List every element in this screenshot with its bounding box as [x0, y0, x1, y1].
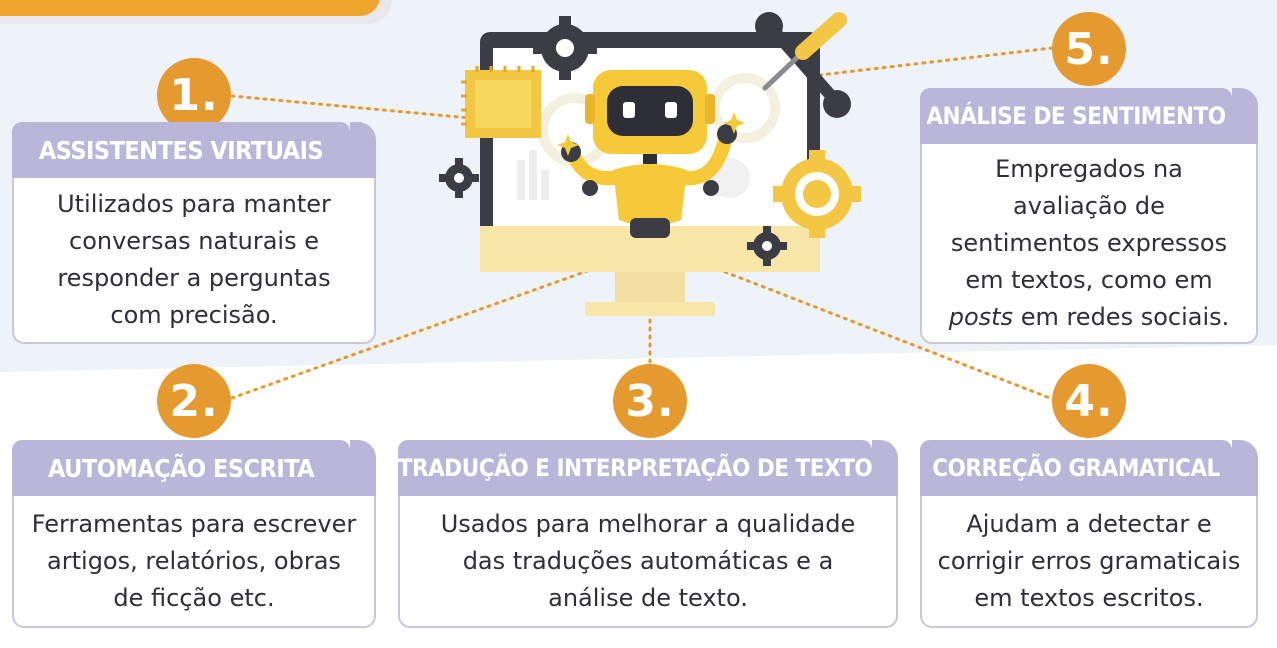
number-badge-4: 4. [1052, 364, 1126, 438]
card-line: corrigir erros gramaticais [937, 546, 1241, 575]
card-line: posts em redes sociais. [949, 299, 1230, 336]
card-line: conversas naturais e [69, 227, 319, 255]
card-line-italic: posts [948, 302, 1014, 331]
card-line: em textos escritos. [974, 583, 1204, 612]
card-title: ASSISTENTES VIRTUAIS [12, 122, 350, 178]
robot-icon [561, 70, 737, 238]
card-line: em textos, como em [965, 265, 1213, 294]
card-line: com precisão. [110, 301, 278, 329]
number-badge-1: 1. [157, 58, 231, 132]
card-line: das traduções automáticas e a [462, 546, 834, 575]
card-title: AUTOMAÇÃO ESCRITA [12, 440, 350, 496]
card-body: Usados para melhorar a qualidade das tra… [398, 496, 898, 628]
card-body: Ajudam a detectar e corrigir erros grama… [920, 496, 1258, 628]
card-line: Utilizados para manter [57, 190, 331, 218]
card-line-rest: em redes sociais. [1013, 302, 1230, 331]
card-title-tab [1232, 440, 1258, 496]
number-badge-3: 3. [613, 364, 687, 438]
top-tab [0, 0, 380, 16]
card-line: responder a perguntas [57, 264, 331, 292]
wrench-icon [755, 12, 851, 118]
card-line: Ferramentas para escrever [31, 509, 357, 538]
card-line: de ficção etc. [113, 583, 275, 612]
card-correcao-gramatical: CORREÇÃO GRAMATICAL Ajudam a detectar e … [920, 440, 1258, 628]
card-title: CORREÇÃO GRAMATICAL [920, 440, 1232, 496]
number-badge-5: 5. [1052, 12, 1126, 86]
number-badge-2: 2. [157, 364, 231, 438]
card-line: sentimentos expressos [950, 228, 1228, 257]
card-line: análise de texto. [548, 583, 748, 612]
card-traducao-interpretacao: TRADUÇÃO E INTERPRETAÇÃO DE TEXTO Usados… [398, 440, 898, 628]
card-assistentes-virtuais: ASSISTENTES VIRTUAIS Utilizados para man… [12, 122, 376, 344]
card-title: ANÁLISE DE SENTIMENTO [920, 88, 1232, 144]
card-line: Usados para melhorar a qualidade [440, 509, 856, 538]
chip-icon [461, 66, 541, 138]
card-automacao-escrita: AUTOMAÇÃO ESCRITA Ferramentas para escre… [12, 440, 376, 628]
card-title: TRADUÇÃO E INTERPRETAÇÃO DE TEXTO [398, 440, 873, 496]
card-analise-sentimento: ANÁLISE DE SENTIMENTO Empregados na aval… [920, 88, 1258, 344]
card-body: Ferramentas para escrever artigos, relat… [12, 496, 376, 628]
card-body: Utilizados para manter conversas naturai… [12, 178, 376, 344]
card-title-tab [350, 122, 376, 178]
card-title-tab [1232, 88, 1258, 144]
screwdriver-icon [762, 12, 847, 91]
card-line: artigos, relatórios, obras [47, 546, 341, 575]
card-line: avaliação de [1013, 191, 1165, 220]
card-line: Empregados na [995, 154, 1183, 183]
card-title-tab [350, 440, 376, 496]
gear-icon [533, 16, 597, 80]
computer-robot-illustration [439, 12, 861, 316]
card-line: Ajudam a detectar e [966, 509, 1212, 538]
card-title-tab [872, 440, 898, 496]
card-body: Empregados na avaliação de sentimentos e… [920, 144, 1258, 344]
